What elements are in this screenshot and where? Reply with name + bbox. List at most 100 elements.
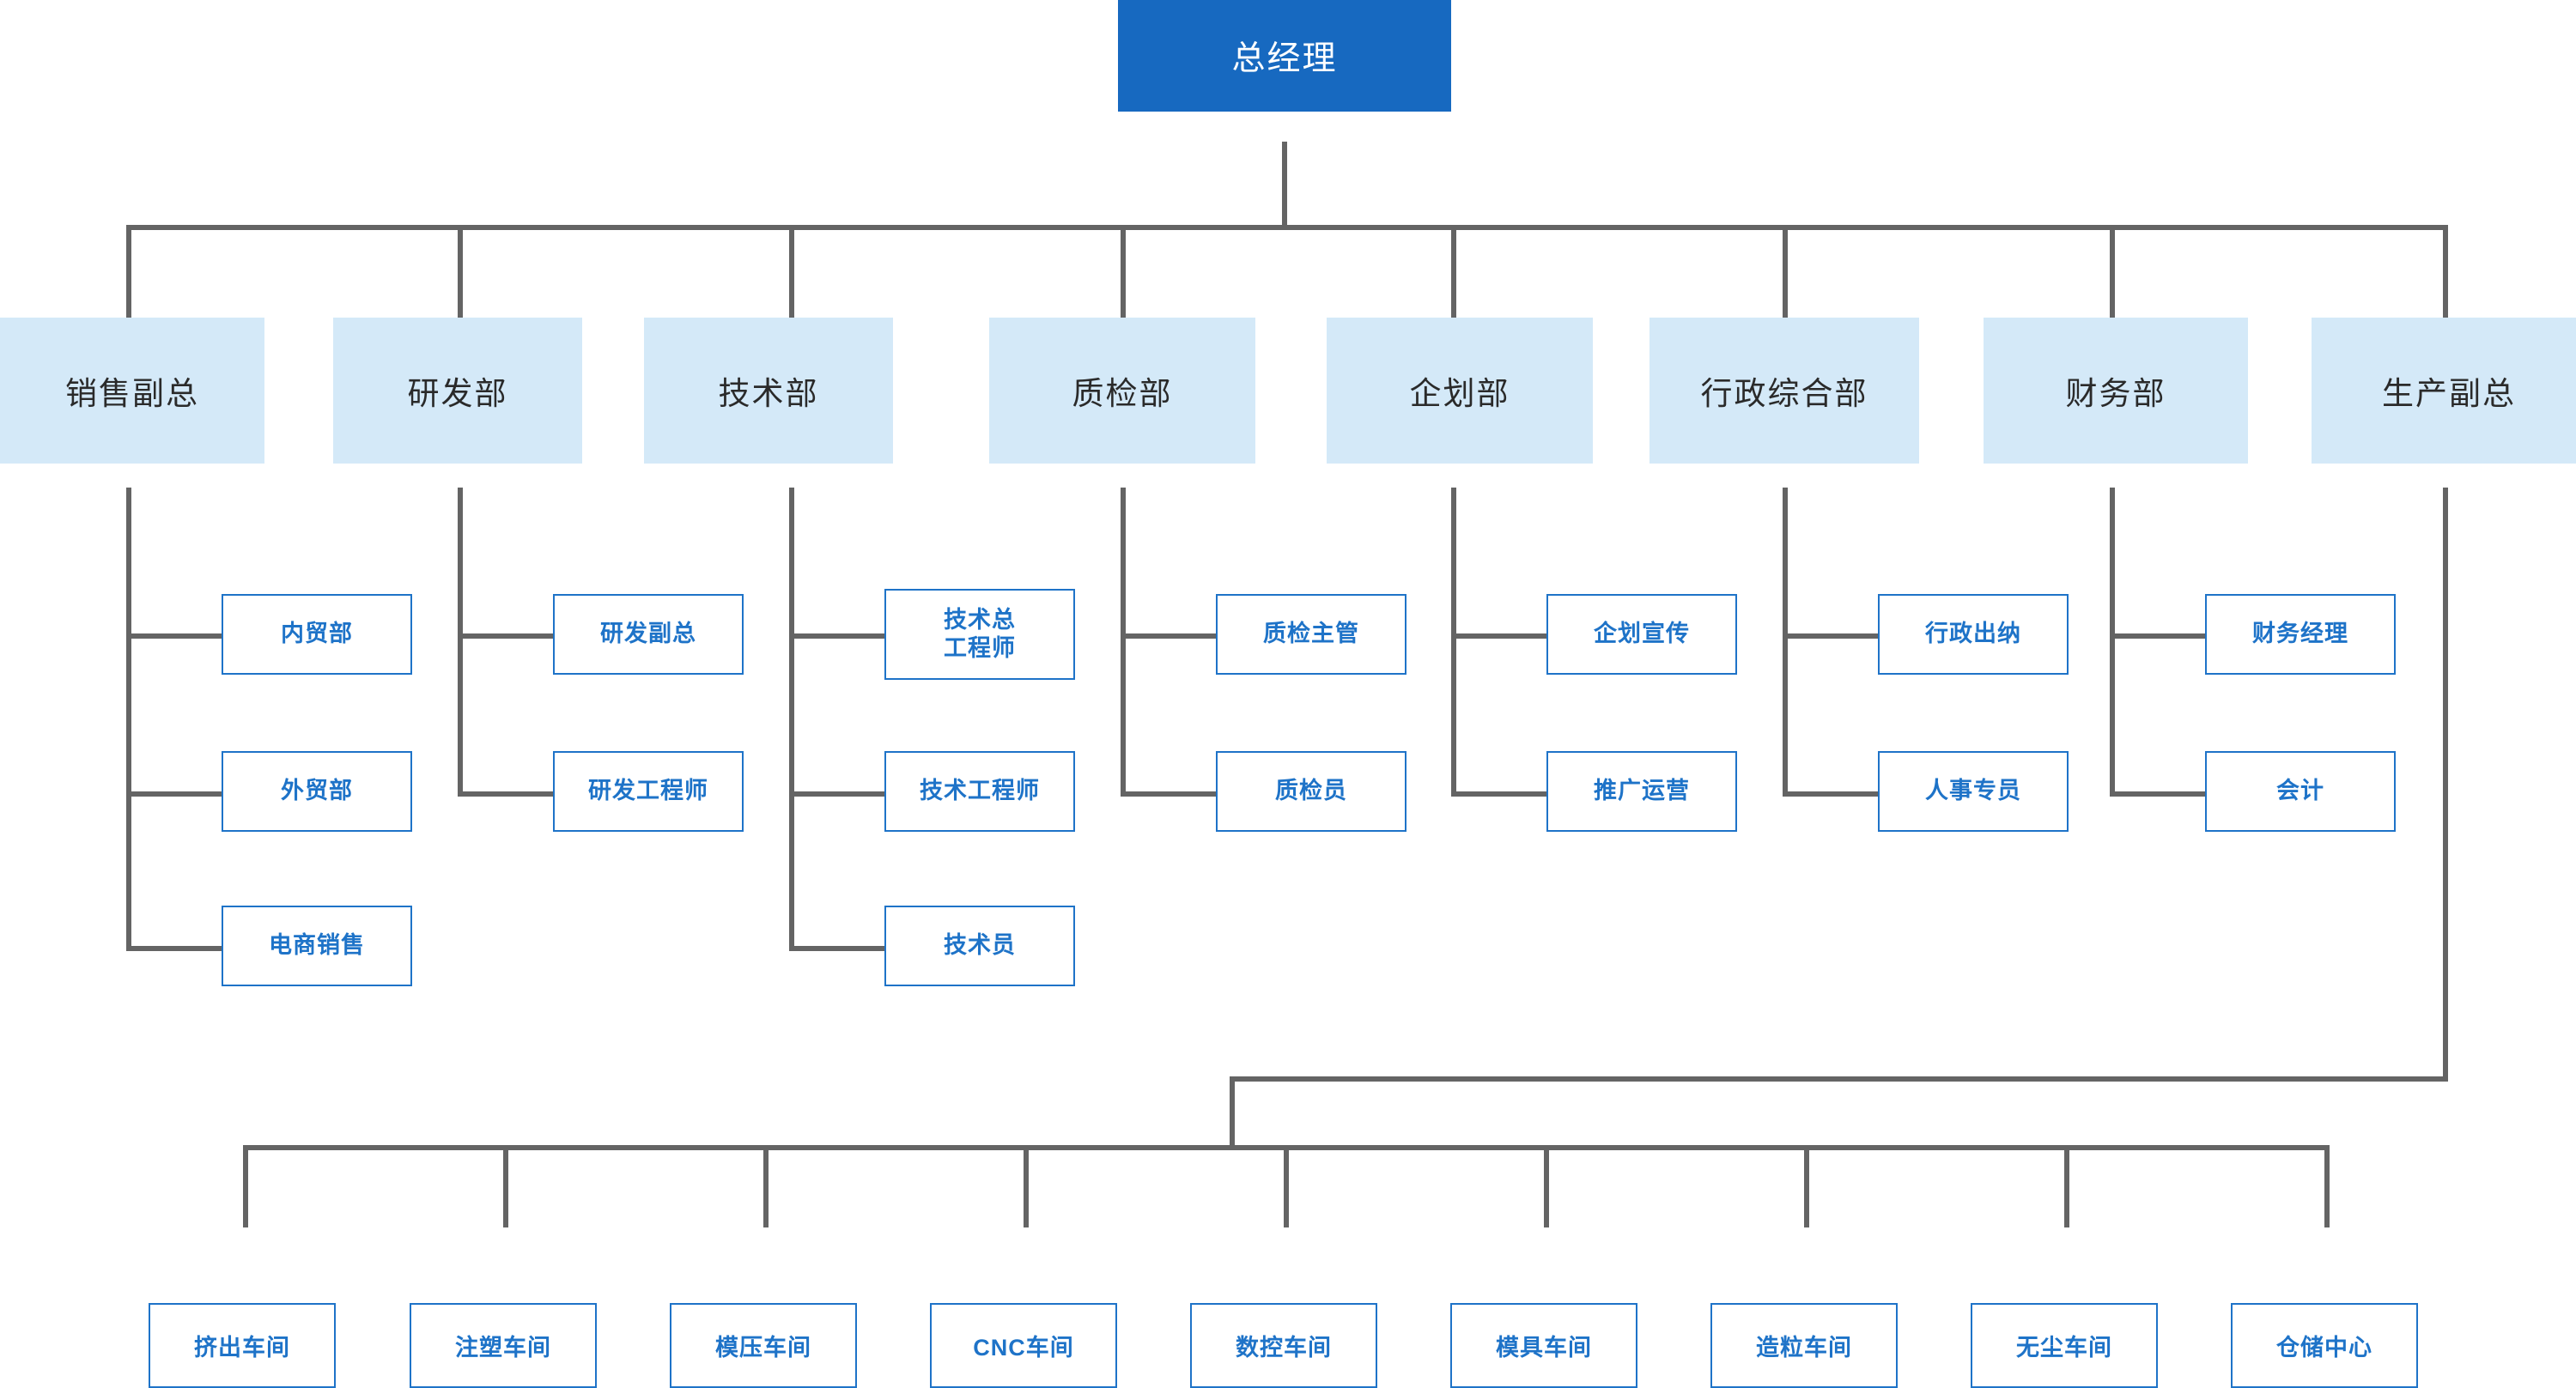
node-chief-tech-engineer[interactable]: 技术总 工程师 <box>884 589 1075 680</box>
node-label: 会计 <box>2276 778 2324 804</box>
connector-spine-qc <box>1121 488 1126 797</box>
connector-drop-workshop-3 <box>763 1145 769 1227</box>
connector-drop-prod <box>2443 225 2448 318</box>
node-finance-manager[interactable]: 财务经理 <box>2205 594 2396 675</box>
node-label: 推广运营 <box>1594 778 1690 804</box>
connector-drop-qc <box>1121 225 1126 318</box>
node-label: 仓储中心 <box>2276 1335 2372 1361</box>
node-label: 质检部 <box>1072 376 1173 411</box>
node-label: 技术总 工程师 <box>944 607 1016 661</box>
node-dept-sales[interactable]: 销售副总 <box>0 318 264 464</box>
node-label: 外贸部 <box>281 778 353 804</box>
node-label: 模压车间 <box>715 1335 811 1361</box>
node-label: 研发部 <box>407 376 508 411</box>
node-label: 质检员 <box>1275 778 1347 804</box>
node-workshop-extrusion[interactable]: 挤出车间 <box>149 1303 336 1388</box>
connector-drop-workshop-2 <box>503 1145 508 1227</box>
connector-spine-tech <box>789 488 794 951</box>
node-workshop-cleanroom[interactable]: 无尘车间 <box>1971 1303 2158 1388</box>
node-qc-supervisor[interactable]: 质检主管 <box>1216 594 1406 675</box>
connector-drop-rd <box>458 225 463 318</box>
node-workshop-mold[interactable]: 模具车间 <box>1450 1303 1637 1388</box>
node-workshop-granulation[interactable]: 造粒车间 <box>1710 1303 1898 1388</box>
connector-drop-workshop-7 <box>1804 1145 1809 1227</box>
node-tech-engineer[interactable]: 技术工程师 <box>884 751 1075 832</box>
node-dept-production[interactable]: 生产副总 <box>2312 318 2576 464</box>
node-label: 电商销售 <box>269 932 365 959</box>
node-label: 财务经理 <box>2252 621 2348 647</box>
node-dept-qc[interactable]: 质检部 <box>989 318 1255 464</box>
connector-stub-sales-3 <box>126 946 223 951</box>
node-label: 行政出纳 <box>1925 621 2021 647</box>
node-label: 研发工程师 <box>588 778 708 804</box>
connector-drop-workshop-6 <box>1544 1145 1549 1227</box>
node-workshop-injection[interactable]: 注塑车间 <box>410 1303 597 1388</box>
connector-drop-plan <box>1451 225 1456 318</box>
node-admin-cashier[interactable]: 行政出纳 <box>1878 594 2069 675</box>
node-dept-admin[interactable]: 行政综合部 <box>1649 318 1919 464</box>
connector-drop-tech <box>789 225 794 318</box>
connector-drop-sales <box>126 225 131 318</box>
connector-stub-admin-2 <box>1783 791 1880 797</box>
node-rd-vice-president[interactable]: 研发副总 <box>553 594 744 675</box>
node-domestic-trade[interactable]: 内贸部 <box>222 594 412 675</box>
node-foreign-trade[interactable]: 外贸部 <box>222 751 412 832</box>
node-label: 企划宣传 <box>1594 621 1690 647</box>
node-marketing-operations[interactable]: 推广运营 <box>1546 751 1737 832</box>
connector-stub-admin-1 <box>1783 633 1880 639</box>
node-qc-inspector[interactable]: 质检员 <box>1216 751 1406 832</box>
connector-production-to-bus <box>1230 1076 1235 1150</box>
node-label: 无尘车间 <box>2016 1335 2112 1361</box>
connector-stub-rd-2 <box>458 791 555 797</box>
connector-drop-workshop-5 <box>1284 1145 1289 1227</box>
node-dept-tech[interactable]: 技术部 <box>644 318 893 464</box>
node-dept-finance[interactable]: 财务部 <box>1984 318 2248 464</box>
connector-spine-sales <box>126 488 131 951</box>
node-label: 人事专员 <box>1925 778 2021 804</box>
connector-dept-bus <box>126 225 2448 230</box>
connector-stub-plan-1 <box>1451 633 1548 639</box>
node-label: 模具车间 <box>1496 1335 1592 1361</box>
node-label: CNC车间 <box>973 1335 1074 1361</box>
node-technician[interactable]: 技术员 <box>884 906 1075 986</box>
node-planning-promotion[interactable]: 企划宣传 <box>1546 594 1737 675</box>
node-label: 销售副总 <box>65 376 199 411</box>
node-workshop-cnc[interactable]: CNC车间 <box>930 1303 1117 1388</box>
node-ecommerce-sales[interactable]: 电商销售 <box>222 906 412 986</box>
connector-stub-tech-1 <box>789 633 886 639</box>
connector-stub-qc-1 <box>1121 633 1218 639</box>
node-label: 技术员 <box>944 932 1016 959</box>
node-dept-rd[interactable]: 研发部 <box>333 318 582 464</box>
node-label: 总经理 <box>1231 40 1338 77</box>
node-label: 财务部 <box>2065 376 2166 411</box>
node-label: 挤出车间 <box>194 1335 290 1361</box>
connector-stub-sales-1 <box>126 633 223 639</box>
node-label: 内贸部 <box>281 621 353 647</box>
connector-stub-plan-2 <box>1451 791 1548 797</box>
connector-stub-sales-2 <box>126 791 223 797</box>
node-warehouse-center[interactable]: 仓储中心 <box>2231 1303 2418 1388</box>
connector-drop-workshop-8 <box>2064 1145 2069 1227</box>
connector-drop-workshop-4 <box>1024 1145 1029 1227</box>
connector-stub-finance-1 <box>2110 633 2207 639</box>
node-accountant[interactable]: 会计 <box>2205 751 2396 832</box>
node-workshop-nc[interactable]: 数控车间 <box>1190 1303 1377 1388</box>
connector-drop-finance <box>2110 225 2115 318</box>
node-hr-specialist[interactable]: 人事专员 <box>1878 751 2069 832</box>
node-rd-engineer[interactable]: 研发工程师 <box>553 751 744 832</box>
node-label: 注塑车间 <box>455 1335 551 1361</box>
connector-drop-workshop-9 <box>2324 1145 2330 1227</box>
node-workshop-compression[interactable]: 模压车间 <box>670 1303 857 1388</box>
connector-production-elbow <box>1230 1076 2448 1082</box>
connector-stub-finance-2 <box>2110 791 2207 797</box>
connector-production-drop <box>2443 488 2448 1082</box>
node-label: 企划部 <box>1409 376 1510 411</box>
connector-root-stem <box>1282 142 1287 227</box>
node-label: 造粒车间 <box>1756 1335 1852 1361</box>
connector-stub-qc-2 <box>1121 791 1218 797</box>
node-label: 质检主管 <box>1263 621 1359 647</box>
node-label: 生产副总 <box>2382 376 2516 411</box>
connector-spine-finance <box>2110 488 2115 797</box>
node-general-manager[interactable]: 总经理 <box>1118 0 1451 112</box>
node-dept-plan[interactable]: 企划部 <box>1327 318 1593 464</box>
